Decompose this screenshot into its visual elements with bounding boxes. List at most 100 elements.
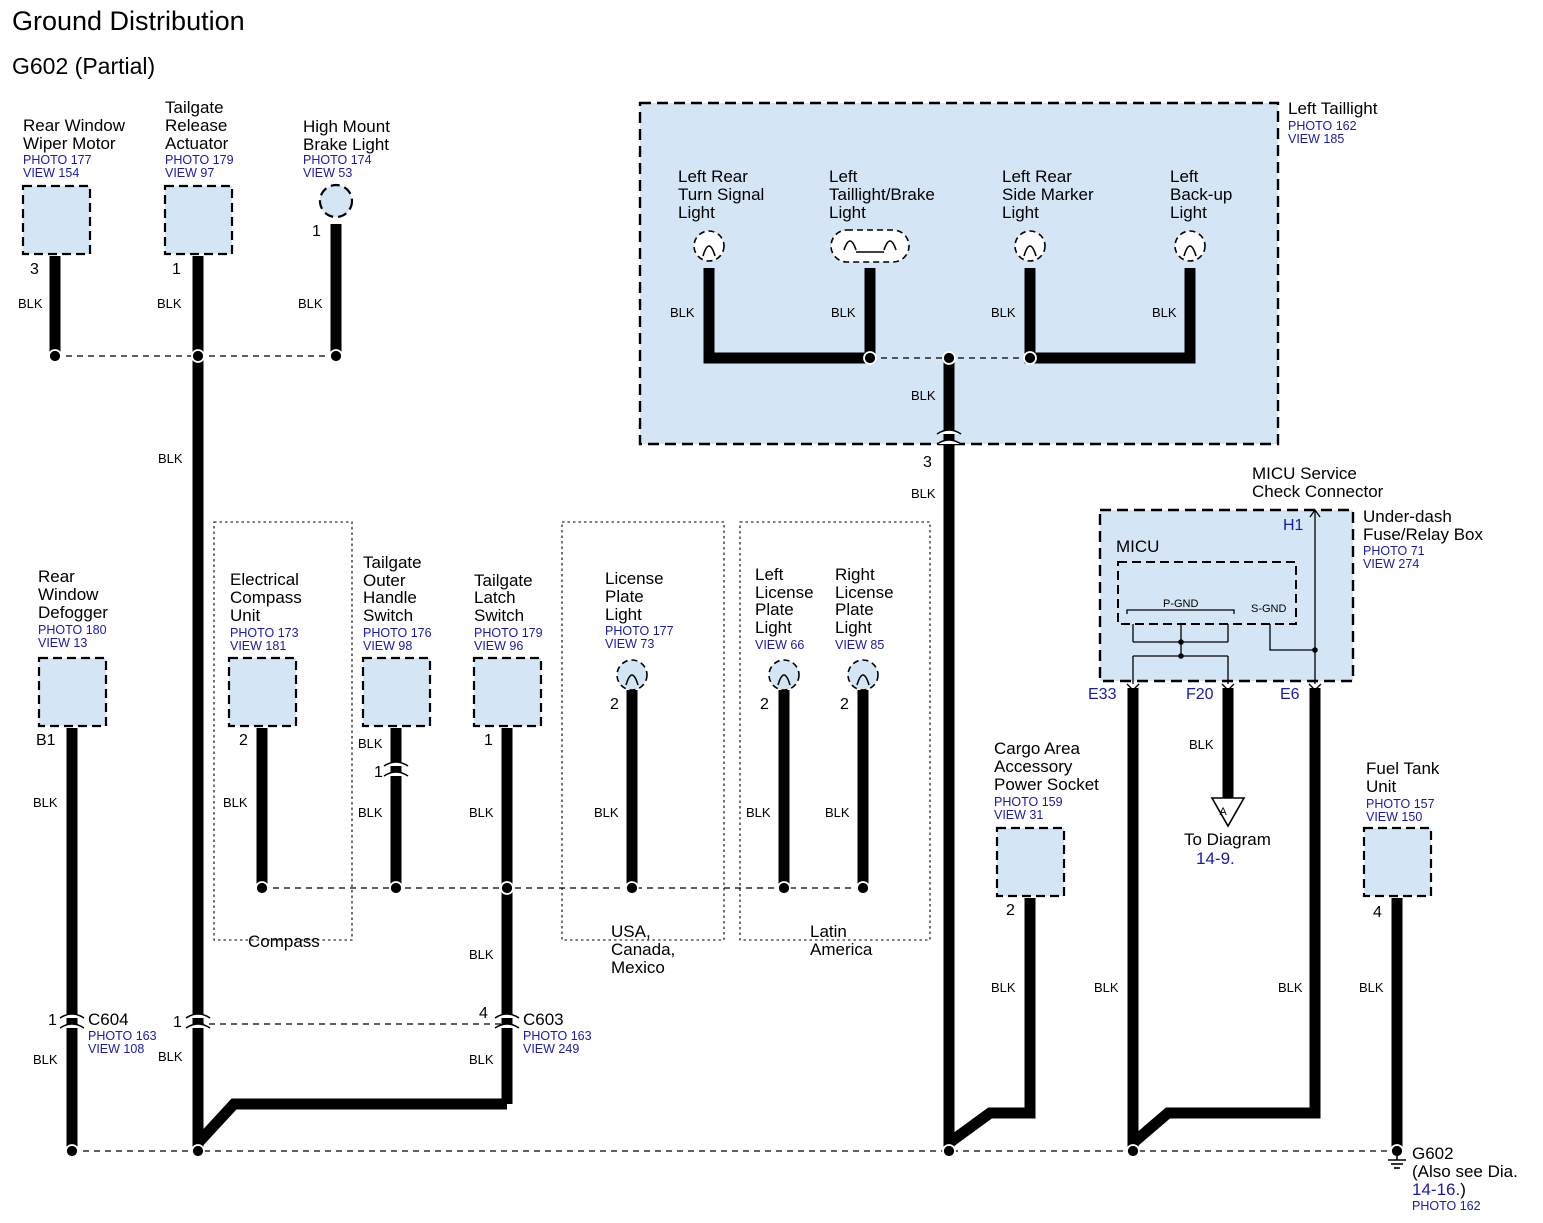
s-gnd-label: S-GND [1251, 603, 1287, 615]
left-license-pin: 2 [760, 696, 769, 713]
left-taillight-assembly [638, 101, 1280, 446]
tailgate-latch-switch-box [472, 656, 543, 728]
wire-color-label: BLK [298, 296, 323, 311]
micu-service-label: MICU Service Check Connector [1252, 464, 1384, 501]
wire-color-label: BLK [825, 805, 850, 820]
wire-color-label: BLK [991, 980, 1016, 995]
connector-break-marks [59, 429, 962, 1029]
right-license-label: Right License Plate Light [835, 565, 898, 637]
right-license-view: VIEW 85 [835, 638, 884, 652]
wire-color-label: BLK [1094, 980, 1119, 995]
fuel-tank-view: VIEW 150 [1366, 810, 1422, 824]
wire-color-label: BLK [358, 736, 383, 751]
wire-color-label: BLK [1359, 980, 1384, 995]
wire-color-label: BLK [670, 305, 695, 320]
c604-photo: PHOTO 163 [88, 1029, 157, 1043]
splice-points [48, 349, 1404, 1158]
cargo-socket-view: VIEW 31 [994, 808, 1043, 822]
wire-color-label: BLK [33, 1052, 58, 1067]
micu-pin-e33: E33 [1088, 686, 1117, 703]
fuel-tank-pin: 4 [1373, 904, 1382, 921]
license-plate-view: VIEW 73 [605, 637, 654, 651]
tailgate-release-actuator-box [163, 184, 234, 256]
tailgate-release-label: Tailgate Release Actuator [165, 98, 232, 153]
outer-handle-view: VIEW 98 [363, 639, 412, 653]
taillight-brake-label: Left Taillight/Brake Light [829, 167, 940, 222]
fuel-tank-photo: PHOTO 157 [1366, 797, 1435, 811]
fuse-box-photo: PHOTO 71 [1363, 544, 1425, 558]
cargo-socket-label: Cargo Area Accessory Power Socket [994, 739, 1099, 794]
fuse-box-label: Under-dash Fuse/Relay Box [1363, 507, 1483, 544]
latch-switch-label: Tailgate Latch Switch [474, 571, 537, 625]
usa-canada-mexico-option-group [561, 521, 725, 941]
wire-color-label: BLK [158, 451, 183, 466]
to-diagram-label: To Diagram [1184, 830, 1271, 849]
c604-view: VIEW 108 [88, 1042, 144, 1056]
side-marker-label: Left Rear Side Marker Light [1002, 167, 1098, 222]
wire-color-label: BLK [18, 296, 43, 311]
brake-light-view: VIEW 53 [303, 166, 352, 180]
left-license-view: VIEW 66 [755, 638, 804, 652]
wiper-motor-view: VIEW 154 [23, 166, 79, 180]
defogger-label: Rear Window Defogger [38, 567, 108, 622]
fuse-box-view: VIEW 274 [1363, 557, 1419, 571]
license-plate-photo: PHOTO 177 [605, 624, 674, 638]
fuel-tank-unit-box [1362, 826, 1433, 898]
c603-view: VIEW 249 [523, 1042, 579, 1056]
micu-pin-h1: H1 [1283, 517, 1304, 534]
tailgate-release-photo: PHOTO 179 [165, 153, 234, 167]
wire-color-label: BLK [1278, 980, 1303, 995]
c604-pin: 1 [48, 1012, 57, 1029]
wire-color-label: BLK [991, 305, 1016, 320]
left-taillight-view: VIEW 185 [1288, 132, 1344, 146]
left-taillight-photo: PHOTO 162 [1288, 119, 1357, 133]
g602-photo: PHOTO 162 [1412, 1199, 1481, 1213]
brake-light-label: High Mount Brake Light [303, 117, 395, 154]
right-license-pin: 2 [840, 696, 849, 713]
wires [49, 224, 1403, 1151]
wire-color-label: BLK [746, 805, 771, 820]
c603-pin: 4 [479, 1005, 488, 1022]
c603-photo: PHOTO 163 [523, 1029, 592, 1043]
tailgate-release-view: VIEW 97 [165, 166, 214, 180]
off-page-connector-a-icon [1210, 797, 1246, 828]
bulb-icon [616, 229, 1206, 691]
usa-group-label: USA, Canada, Mexico [611, 922, 680, 977]
left-taillight-label: Left Taillight [1288, 99, 1378, 118]
wire-color-label: BLK [158, 1049, 183, 1064]
wire-color-label: BLK [1152, 305, 1177, 320]
wiper-motor-photo: PHOTO 177 [23, 153, 92, 167]
c603-left-pin: 1 [173, 1014, 182, 1031]
turn-signal-label: Left Rear Turn Signal Light [678, 167, 769, 222]
micu-pin-f20: F20 [1186, 686, 1214, 703]
wire-color-label: BLK [469, 947, 494, 962]
diagram-title: Ground Distribution [12, 6, 245, 36]
wire-color-label: BLK [223, 795, 248, 810]
latch-switch-view: VIEW 96 [474, 639, 523, 653]
tailgate-release-pin: 1 [172, 261, 181, 278]
to-diagram-ref: 14-9. [1196, 849, 1235, 868]
micu-pin-e6: E6 [1280, 686, 1300, 703]
micu-internal-wiring [1126, 508, 1322, 691]
left-license-label: Left License Plate Light [755, 565, 818, 637]
wire-color-label: BLK [911, 486, 936, 501]
micu-unit [1117, 561, 1297, 625]
wiper-motor-pin: 3 [30, 261, 39, 278]
wire-color-label: BLK [1189, 737, 1214, 752]
brake-light-pin: 1 [312, 223, 321, 240]
outer-handle-pin: 1 [374, 764, 383, 781]
compass-unit-view: VIEW 181 [230, 639, 286, 653]
latch-switch-photo: PHOTO 179 [474, 626, 543, 640]
wire-color-label: BLK [358, 805, 383, 820]
rear-window-wiper-motor-box [21, 184, 92, 256]
brake-light-photo: PHOTO 174 [303, 153, 372, 167]
defogger-photo: PHOTO 180 [38, 623, 107, 637]
wire-color-label: BLK [469, 805, 494, 820]
cargo-area-power-socket-box [995, 826, 1066, 898]
wire-color-label: BLK [594, 805, 619, 820]
c603-label: C603 [523, 1010, 564, 1029]
high-mount-brake-light-bulb [318, 183, 354, 219]
cargo-socket-pin: 2 [1006, 902, 1015, 919]
tailgate-outer-handle-switch-box [361, 656, 432, 728]
backup-light-label: Left Back-up Light [1170, 167, 1237, 222]
